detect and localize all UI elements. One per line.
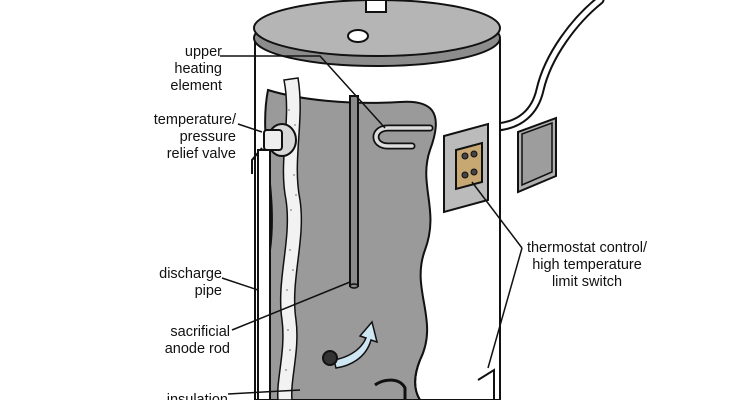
leader-discharge-pipe bbox=[221, 277, 259, 291]
leader-lines bbox=[220, 55, 523, 395]
leader-relief-valve bbox=[237, 123, 263, 133]
label-discharge-pipe: discharge pipe bbox=[130, 266, 222, 300]
label-relief-valve: temperature/ pressure relief valve bbox=[110, 112, 236, 163]
discharge-pipe bbox=[257, 149, 271, 400]
thermostat-screw-1 bbox=[461, 152, 469, 160]
leader-thermostat bbox=[471, 181, 523, 249]
leader-insulation bbox=[227, 389, 301, 395]
lower-access-panel bbox=[477, 368, 495, 400]
label-anode-rod: sacrificial anode rod bbox=[128, 324, 230, 358]
anode-rod-tip bbox=[349, 283, 359, 289]
leader-upper-heating-element bbox=[220, 55, 386, 129]
lower-heating-element bbox=[374, 378, 407, 400]
label-line: temperature/ bbox=[153, 112, 236, 128]
label-line: upper bbox=[184, 44, 222, 60]
label-line: thermostat control/ bbox=[526, 240, 648, 256]
top-fitting bbox=[365, 0, 387, 13]
leader-thermostat-lower bbox=[487, 247, 523, 369]
insulation-layer bbox=[276, 77, 303, 400]
label-line: insulation bbox=[166, 392, 228, 400]
thermostat-unit bbox=[455, 141, 483, 191]
label-line: limit switch bbox=[551, 274, 623, 290]
anode-rod bbox=[349, 95, 359, 287]
thermostat-screw-4 bbox=[470, 168, 478, 176]
label-line: heating bbox=[174, 61, 222, 77]
label-line: pressure bbox=[179, 129, 236, 145]
label-upper-heating-element: upper heating element bbox=[130, 44, 222, 95]
label-insulation: insulation bbox=[148, 388, 228, 400]
label-line: sacrificial bbox=[170, 324, 230, 340]
dip-tube-inlet bbox=[322, 350, 338, 366]
label-thermostat: thermostat control/ high temperature lim… bbox=[512, 240, 662, 291]
leader-anode-rod bbox=[231, 281, 351, 331]
thermostat-screw-2 bbox=[470, 150, 478, 158]
power-cable-core bbox=[494, 0, 603, 130]
water-flow-arrow bbox=[333, 320, 379, 369]
label-line: element bbox=[170, 78, 222, 94]
label-line: discharge bbox=[159, 266, 222, 282]
label-line: high temperature bbox=[532, 257, 642, 273]
thermostat-screw-3 bbox=[461, 171, 469, 179]
label-line: pipe bbox=[194, 283, 222, 299]
relief-valve-nut bbox=[263, 129, 283, 151]
upper-heating-element-core bbox=[374, 126, 432, 148]
label-line: anode rod bbox=[164, 341, 230, 357]
access-cover-face bbox=[521, 121, 553, 187]
top-port bbox=[347, 29, 369, 43]
tank-lid-top bbox=[253, 0, 501, 57]
label-line: relief valve bbox=[166, 146, 236, 162]
cutaway-inner-rim bbox=[414, 359, 421, 400]
